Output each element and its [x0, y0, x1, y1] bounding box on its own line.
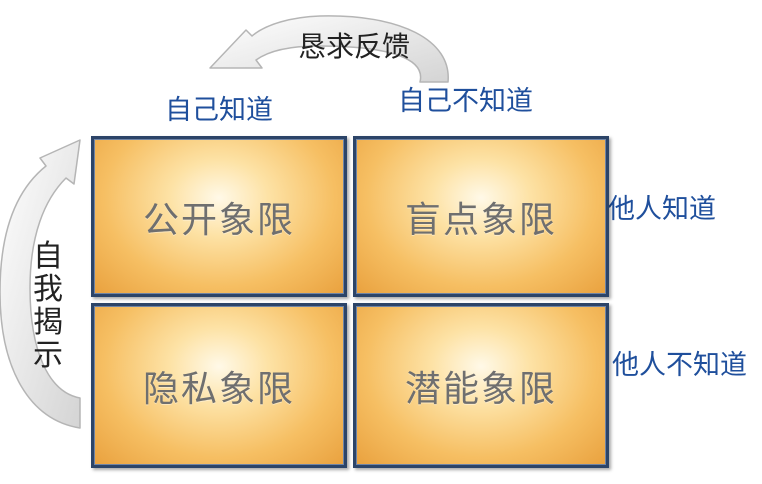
left-curved-arrow — [0, 139, 81, 429]
quadrant-open-label: 公开象限 — [142, 199, 295, 241]
row-label-others-known: 他人知道 — [608, 194, 716, 225]
quadrant-hidden-label: 隐私象限 — [142, 368, 295, 410]
column-label-self-known: 自己知道 — [165, 95, 273, 126]
column-label-self-unknown: 自己不知道 — [398, 86, 533, 117]
quadrant-blind-label: 盲点象限 — [404, 199, 557, 241]
top-arrow-label: 恳求反馈 — [298, 30, 411, 63]
quadrant-open: 公开象限 — [91, 136, 347, 297]
quadrant-blind: 盲点象限 — [353, 136, 609, 297]
johari-window-grid: 公开象限 盲点象限 隐私象限 潜能象限 — [91, 136, 609, 468]
row-label-others-unknown: 他人不知道 — [612, 350, 747, 381]
top-curved-arrow — [209, 15, 449, 83]
quadrant-hidden: 隐私象限 — [91, 303, 347, 468]
left-arrow-label: 自我揭示 — [33, 239, 63, 373]
quadrant-unknown: 潜能象限 — [353, 303, 609, 468]
quadrant-unknown-label: 潜能象限 — [404, 368, 557, 410]
